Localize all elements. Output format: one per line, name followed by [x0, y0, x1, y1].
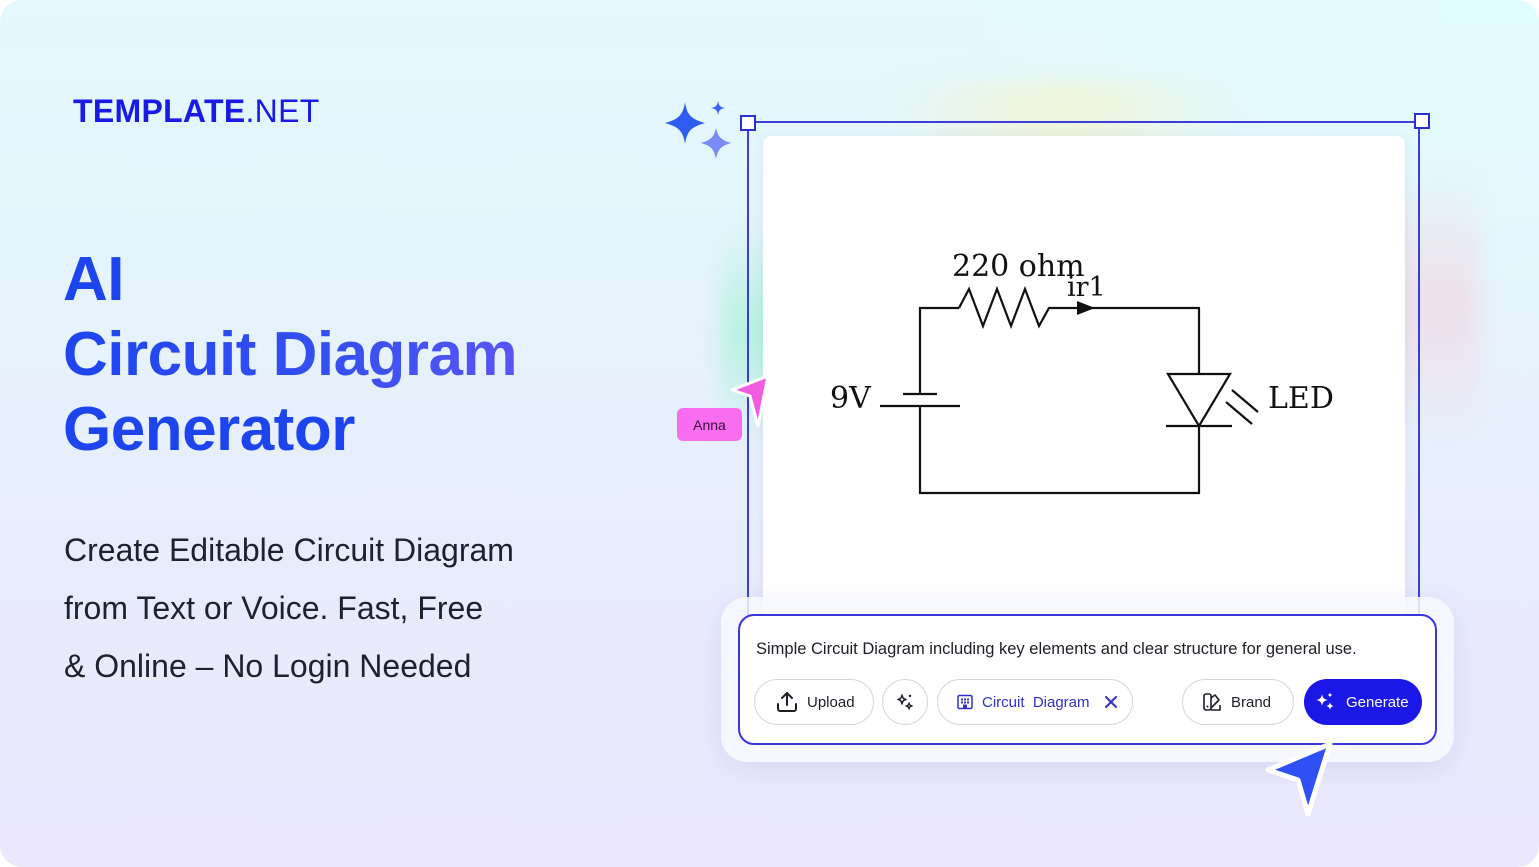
pointer-cursor-icon — [1265, 741, 1333, 817]
sparkles-icon — [1316, 693, 1334, 710]
close-icon[interactable] — [1104, 695, 1118, 709]
led-icon — [1166, 372, 1232, 429]
sparkles-icon — [665, 101, 731, 159]
resize-handle-top-right[interactable] — [1414, 113, 1430, 129]
resistor-label: 220 ohm — [952, 249, 1085, 284]
wire-top-right — [1083, 306, 1201, 374]
collaborator-name-tag: Anna — [677, 408, 742, 441]
collaborator-cursor-icon — [730, 374, 770, 428]
title-line-3: Generator — [63, 395, 355, 464]
diagram-type-tag[interactable]: Circuit Diagram — [937, 679, 1133, 725]
page-title: AI Circuit Diagram Generator — [63, 242, 518, 467]
current-label: ir1 — [1067, 272, 1106, 303]
current-arrow-icon — [1077, 301, 1095, 315]
circuit-diagram-canvas[interactable]: 220 ohm ir1 9V LED — [763, 136, 1405, 616]
prompt-input[interactable]: Simple Circuit Diagram including key ele… — [738, 614, 1437, 745]
title-line-1: AI — [63, 245, 125, 314]
template-grid-icon — [957, 694, 973, 710]
resize-handle-top-left[interactable] — [740, 115, 756, 131]
enhance-prompt-button[interactable] — [882, 679, 928, 725]
resistor-icon — [958, 285, 1083, 330]
upload-icon — [777, 692, 797, 712]
prompt-text[interactable]: Simple Circuit Diagram including key ele… — [756, 640, 1357, 658]
brand-swatch-icon — [1203, 693, 1221, 711]
generate-button[interactable]: Generate — [1304, 679, 1422, 725]
wire-bottom — [918, 406, 1201, 495]
selection-frame — [747, 121, 1420, 621]
brand-button[interactable]: Brand — [1182, 679, 1294, 725]
wire-left-top — [918, 306, 959, 394]
title-line-2: Circuit Diagram — [63, 317, 518, 392]
led-label: LED — [1268, 381, 1334, 416]
hero-description: Create Editable Circuit Diagram from Tex… — [64, 532, 514, 684]
circuit-diagram: 220 ohm ir1 9V LED — [830, 249, 1334, 495]
template-net-logo[interactable]: TEMPLATE.NET — [73, 93, 320, 129]
sparkles-icon — [897, 694, 913, 710]
source-label: 9V — [830, 381, 872, 416]
upload-button[interactable]: Upload — [754, 679, 874, 725]
